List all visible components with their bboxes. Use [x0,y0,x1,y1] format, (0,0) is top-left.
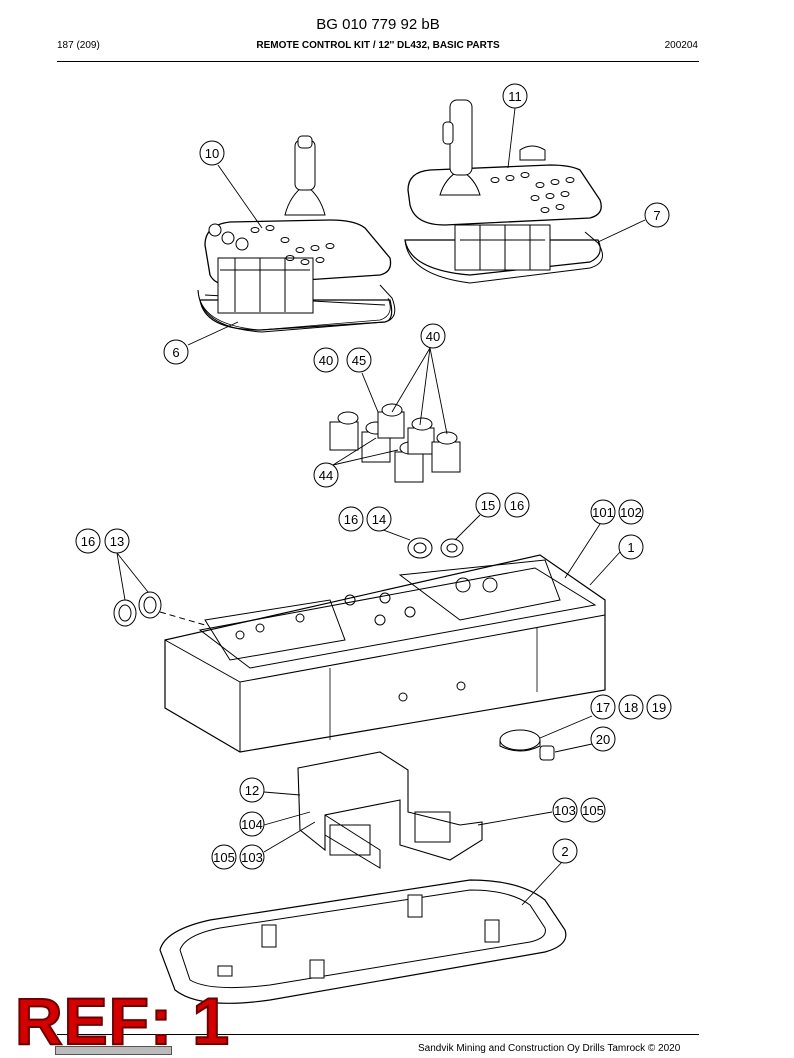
callout-label: 103 [241,850,263,865]
callout-label: 6 [172,345,179,360]
callout-label: 105 [582,803,604,818]
callout-label: 2 [561,844,568,859]
callout-label: 15 [481,498,495,513]
gasket-right [404,231,603,284]
callout-circles [75,83,672,870]
cable-glands-top [407,537,464,559]
callout-label: 1 [627,540,634,555]
mounting-bracket [297,751,483,869]
callout-label: 19 [652,700,666,715]
callout-label: 16 [81,534,95,549]
callout-label: 16 [344,512,358,527]
callout-label: 44 [319,468,333,483]
pushbutton-cluster [329,403,461,483]
cable-glands-left [113,591,206,627]
callout-label: 18 [624,700,638,715]
callout-label: 103 [554,803,576,818]
callout-label: 102 [620,505,642,520]
callout-label: 11 [508,89,522,104]
callout-label: 104 [241,817,263,832]
callout-label: 40 [426,329,440,344]
callout-label: 10 [205,146,219,161]
callout-label: 17 [596,700,610,715]
housing-box [164,554,606,753]
document-date: 200204 [664,40,698,51]
ref-stamp: REF: 1 [14,984,231,1058]
callout-label: 101 [592,505,614,520]
callout-labels: 11 10 7 6 40 40 45 44 15 16 16 14 101 10… [81,89,666,865]
callout-label: 40 [319,353,333,368]
footer-rule [57,1034,699,1035]
rubber-feet [499,729,555,761]
page-count: 187 (209) [57,40,100,51]
bottom-plate [159,879,567,1004]
page-title: REMOTE CONTROL KIT / 12'' DL432, BASIC P… [256,40,500,51]
callout-label: 14 [372,512,386,527]
callout-label: 16 [510,498,524,513]
gasket-left [197,284,396,333]
joystick-panel-left [197,135,393,331]
joystick-panel-right [404,99,602,276]
callout-label: 12 [245,783,259,798]
footer-copyright: Sandvik Mining and Construction Oy Drill… [418,1043,681,1054]
callout-label: 7 [653,208,660,223]
leader-lines [116,107,646,906]
callout-label: 20 [596,732,610,747]
document-number: BG 010 779 92 bB [316,16,440,33]
callout-label: 13 [110,534,124,549]
callout-label: 45 [352,353,366,368]
header-rule [57,61,699,62]
callout-label: 105 [213,850,235,865]
